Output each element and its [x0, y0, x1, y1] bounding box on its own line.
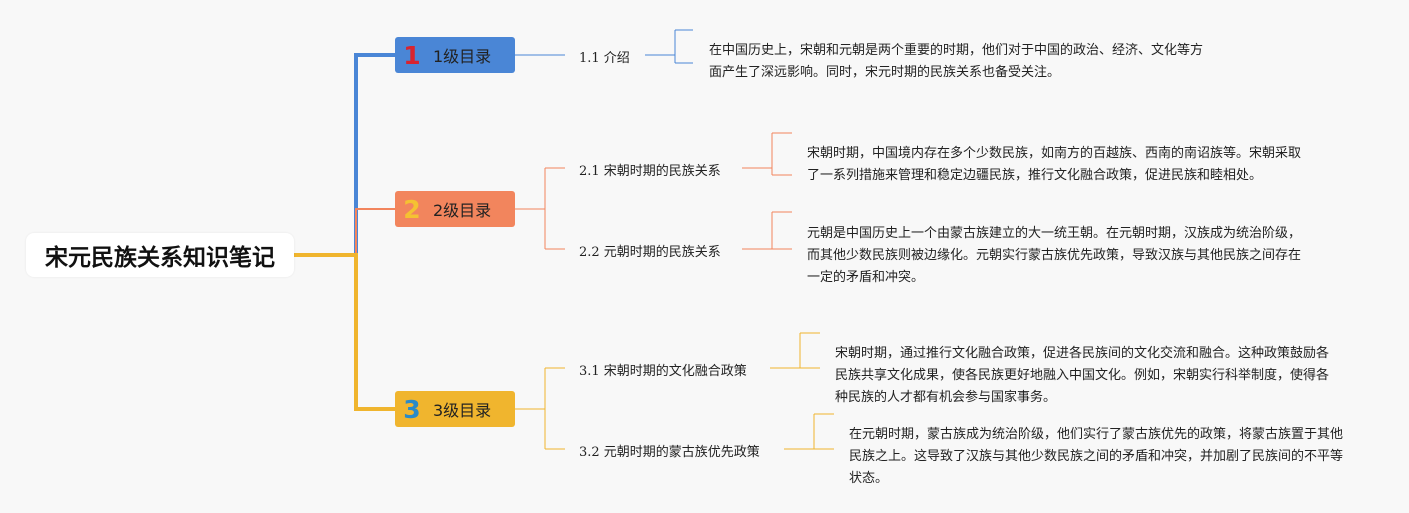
leaf-note-3-2[interactable]: 在元朝时期，蒙古族成为统治阶级，他们实行了蒙古族优先的政策，将蒙古族置于其他民族…: [849, 427, 1344, 486]
subtopic-3-1[interactable]: 3.1 宋朝时期的文化融合政策: [579, 364, 747, 379]
branch-1[interactable]: 1 1级目录: [395, 37, 515, 73]
link-s11-leaf: [645, 29, 693, 64]
link-root-b1: [294, 53, 395, 257]
leaf-note-1-1[interactable]: 在中国历史上，宋朝和元朝是两个重要的时期，他们对于中国的政治、经济、文化等方面产…: [709, 43, 1204, 80]
link-s31-leaf: [770, 332, 820, 369]
branch-number-badge: 2: [403, 194, 421, 224]
branch-number-badge: 3: [403, 394, 421, 424]
leaf-note-2-1[interactable]: 宋朝时期，中国境内存在多个少数民族，如南方的百越族、西南的南诏族等。宋朝采取了一…: [807, 146, 1302, 183]
link-b3-subs: [515, 367, 565, 450]
subtopic-2-2[interactable]: 2.2 元朝时期的民族关系: [579, 245, 721, 260]
branch-number-badge: 1: [403, 40, 421, 70]
branch-3[interactable]: 3 3级目录: [395, 391, 515, 427]
link-b2-subs: [515, 167, 565, 250]
root-topic[interactable]: 宋元民族关系知识笔记: [26, 233, 294, 277]
leaf-note-2-2[interactable]: 元朝是中国历史上一个由蒙古族建立的大一统王朝。在元朝时期，汉族成为统治阶级，而其…: [807, 226, 1302, 285]
branch-label: 3级目录: [433, 401, 492, 420]
root-title: 宋元民族关系知识笔记: [45, 245, 275, 271]
subtopic-2-1[interactable]: 2.1 宋朝时期的民族关系: [579, 164, 721, 179]
link-root-b3: [294, 253, 395, 411]
subtopic-1-1[interactable]: 1.1 介绍: [579, 51, 630, 66]
link-s32-leaf: [784, 413, 834, 450]
subtopic-3-2[interactable]: 3.2 元朝时期的蒙古族优先政策: [579, 445, 760, 460]
branch-2[interactable]: 2 2级目录: [395, 191, 515, 227]
branch-label: 2级目录: [433, 201, 492, 220]
branch-label: 1级目录: [433, 47, 492, 66]
link-s21-leaf: [742, 132, 792, 176]
link-root-b2: [294, 208, 395, 256]
link-s22-leaf: [742, 211, 792, 250]
leaf-note-3-1[interactable]: 宋朝时期，通过推行文化融合政策，促进各民族间的文化交流和融合。这种政策鼓励各民族…: [835, 346, 1330, 405]
